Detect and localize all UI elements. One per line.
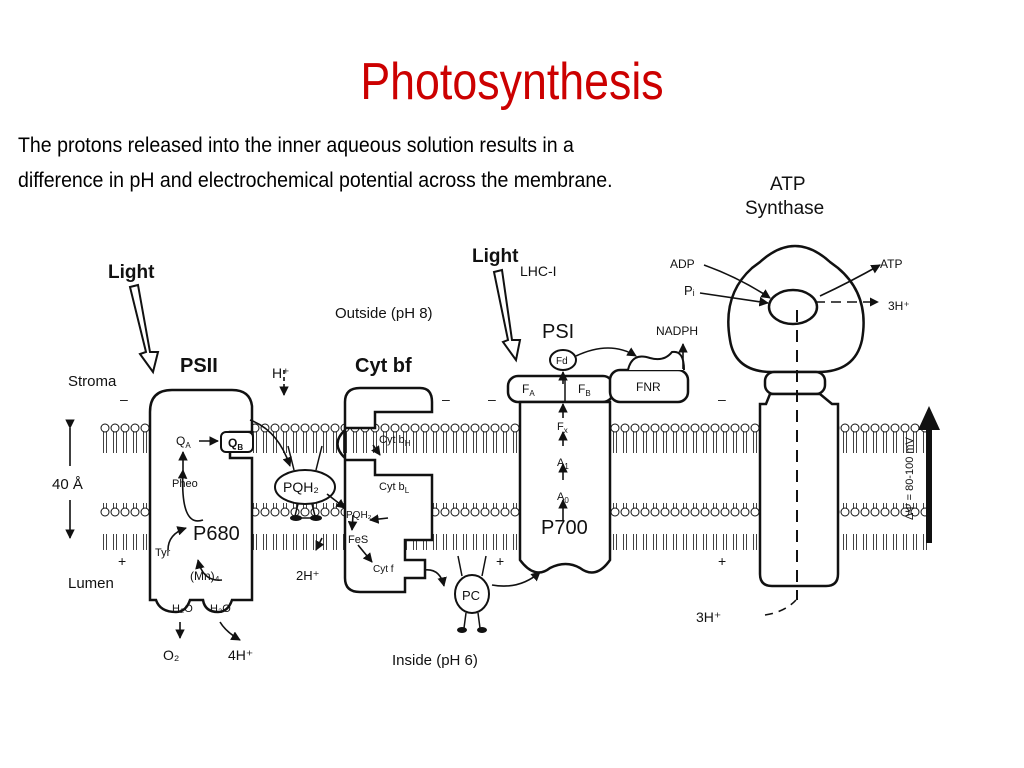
stroma-minus-4: – bbox=[718, 391, 726, 407]
cyt-bl-label: Cyt bL bbox=[379, 481, 410, 495]
pqh2-small-label: PQH₂ bbox=[346, 510, 372, 521]
h3-bottom-label: 3H⁺ bbox=[696, 609, 721, 625]
pc-label: PC bbox=[462, 588, 480, 603]
o2-label: O₂ bbox=[163, 647, 179, 663]
inside-label: Inside (pH 6) bbox=[392, 652, 478, 669]
slide-body-text: The protons released into the inner aque… bbox=[18, 134, 613, 192]
plastocyanin bbox=[454, 555, 490, 633]
light-left-label: Light bbox=[108, 262, 155, 283]
h4-label: 4H⁺ bbox=[228, 647, 253, 663]
psii-label: PSII bbox=[180, 355, 218, 377]
qb-label: QB bbox=[228, 436, 243, 452]
light-arrow-left bbox=[128, 283, 160, 375]
fnr-label: FNR bbox=[636, 380, 661, 394]
cytbf-label: Cyt bf bbox=[355, 355, 412, 377]
psi-complex bbox=[506, 349, 690, 574]
tyr-label: Tyr bbox=[155, 547, 171, 559]
atp-synthase bbox=[727, 244, 879, 600]
fes-label: FeS bbox=[348, 534, 368, 546]
fd-label: Fd bbox=[556, 356, 568, 367]
adp-label: ADP bbox=[670, 257, 695, 271]
nadph-label: NADPH bbox=[656, 324, 698, 338]
lumen-plus-3: + bbox=[496, 553, 504, 569]
lumen-plus-1: + bbox=[118, 553, 126, 569]
h-top-label: H⁺ bbox=[272, 365, 290, 381]
fa-label: FA bbox=[522, 382, 535, 398]
stroma-label: Stroma bbox=[68, 373, 117, 390]
atp-synthase-label-1: ATP bbox=[770, 174, 806, 195]
h2o-label-2: H₂O bbox=[210, 603, 231, 615]
h2o-label-1: H₂O bbox=[172, 603, 193, 615]
pheo-label: Pheo bbox=[172, 478, 198, 490]
lumen-plus-2: + bbox=[718, 553, 726, 569]
cyt-bh-label: Cyt bH bbox=[379, 434, 411, 448]
h3-right-label: 3H⁺ bbox=[888, 299, 910, 313]
stroma-minus-3: – bbox=[488, 391, 496, 407]
cytbf-complex bbox=[336, 386, 434, 594]
a1-label: A1 bbox=[557, 457, 569, 471]
atp-label: ATP bbox=[880, 257, 902, 271]
thickness-label: 40 Å bbox=[52, 476, 83, 493]
pqh2-carrier bbox=[274, 445, 336, 521]
psi-label: PSI bbox=[542, 321, 574, 343]
light-right-label: Light bbox=[472, 246, 519, 267]
stroma-minus-2: – bbox=[442, 391, 450, 407]
pi-label: Pᵢ bbox=[684, 283, 695, 298]
diagram-labels: Light Light LHC-I Outside (pH 8) Inside … bbox=[52, 174, 916, 669]
pqh2-main-label: PQH₂ bbox=[283, 479, 319, 495]
qa-label: QA bbox=[176, 434, 191, 450]
outside-label: Outside (pH 8) bbox=[335, 305, 433, 322]
p680-label: P680 bbox=[193, 523, 240, 545]
membrane-potential-arrow bbox=[918, 406, 940, 543]
lumen-label: Lumen bbox=[68, 575, 114, 592]
stroma-minus-1: – bbox=[120, 391, 128, 407]
potential-label: ΔΨ = 80-100 mV bbox=[904, 436, 916, 520]
fb-label: FB bbox=[578, 382, 591, 398]
fx-label: Fx bbox=[557, 421, 568, 435]
mn-label: (Mn)₄ bbox=[190, 569, 220, 583]
electron-flow-arrows bbox=[65, 264, 881, 641]
a0-label: A0 bbox=[557, 491, 569, 505]
slide-title: Photosynthesis bbox=[360, 53, 664, 111]
p700-label: P700 bbox=[541, 517, 588, 539]
h2-lumen-label: 2H⁺ bbox=[296, 568, 319, 583]
cytf-label: Cyt f bbox=[373, 564, 394, 575]
atp-synthase-label-2: Synthase bbox=[745, 198, 824, 219]
light-arrow-right bbox=[492, 268, 522, 363]
lhc-label: LHC-I bbox=[520, 263, 557, 279]
psii-complex bbox=[148, 388, 254, 614]
